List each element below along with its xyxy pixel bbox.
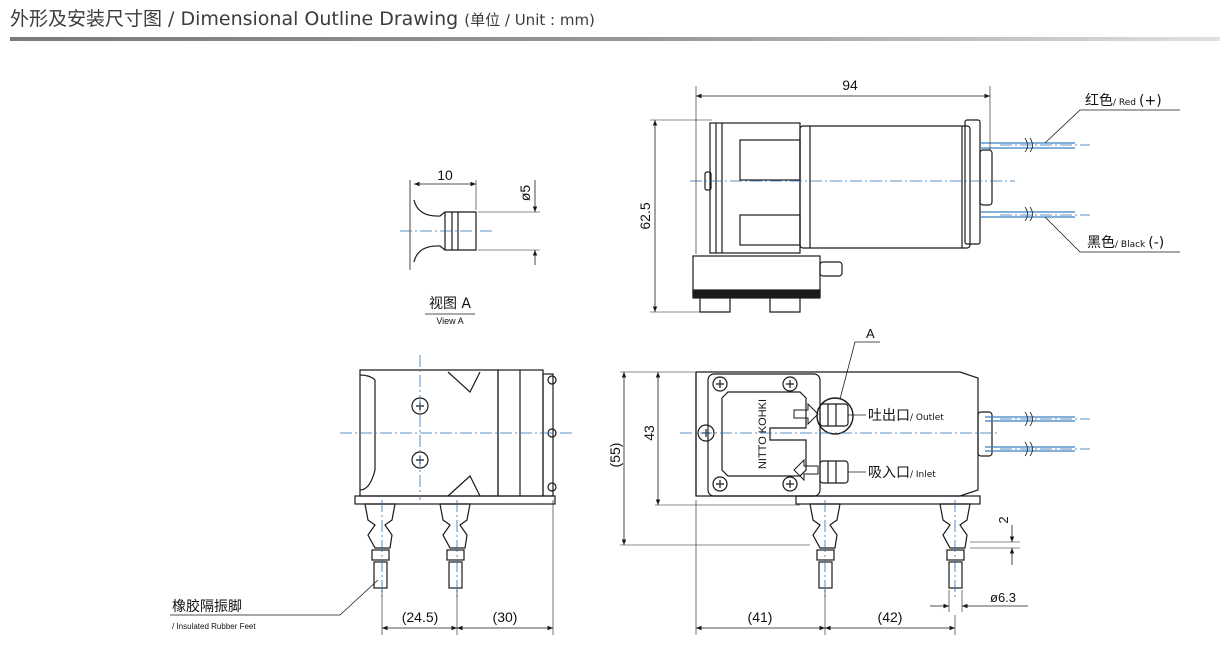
- front-dim-height-outer: (55): [607, 443, 623, 468]
- wire-red-cn: 红色: [1085, 92, 1113, 109]
- title-main: 外形及安装尺寸图 / Dimensional Outline Drawing: [10, 8, 465, 30]
- title-underline: [10, 37, 1220, 41]
- page-header: 外形及安装尺寸图 / Dimensional Outline Drawing (…: [10, 0, 1227, 44]
- wire-black-en: / Black: [1115, 240, 1146, 250]
- front-dim-offset: 2: [996, 516, 1011, 523]
- rubber-feet-cn: 橡胶隔振脚: [172, 598, 242, 615]
- inlet-label: 吸入口/ Inlet: [868, 465, 936, 481]
- wire-red-en: / Red: [1113, 98, 1136, 108]
- detail-a-ref: A: [866, 326, 875, 341]
- front-dim-pitch-right: (42): [878, 609, 903, 625]
- inlet-cn: 吸入口: [868, 465, 910, 481]
- title-unit: (单位 / Unit : mm): [464, 11, 595, 29]
- top-view-dim-height: 62.5: [637, 202, 653, 229]
- wire-red-sign: (+): [1139, 93, 1162, 109]
- front-view: [620, 341, 1090, 635]
- brand-label: NITTO KOHKI: [757, 399, 769, 469]
- wire-black-label: 黑色/ Black(-): [1087, 234, 1164, 251]
- outlet-cn: 吐出口: [868, 408, 910, 424]
- top-view: [650, 86, 1180, 313]
- wire-red-label: 红色/ Red(+): [1085, 92, 1162, 109]
- wire-black-sign: (-): [1148, 235, 1164, 251]
- front-dim-foot-diameter: ø6.3: [990, 590, 1016, 605]
- outlet-label: 吐出口/ Outlet: [868, 408, 944, 424]
- front-dim-pitch-left: (41): [748, 609, 773, 625]
- wire-black-cn: 黑色: [1087, 234, 1115, 251]
- rubber-feet-en: / Insulated Rubber Feet: [172, 622, 256, 631]
- side-dim-right: (30): [493, 609, 518, 625]
- view-a-caption-cn: 视图 A: [429, 296, 471, 312]
- front-dim-height-inner: 43: [641, 425, 657, 441]
- inlet-en: / Inlet: [910, 470, 936, 480]
- view-a-dim-diameter: ø5: [517, 185, 533, 202]
- side-view: [170, 355, 575, 635]
- outlet-en: / Outlet: [910, 413, 944, 423]
- view-a: [400, 180, 540, 315]
- view-a-dim-length: 10: [437, 167, 453, 183]
- view-a-caption-en: View A: [436, 316, 463, 326]
- page-title: 外形及安装尺寸图 / Dimensional Outline Drawing (…: [10, 4, 595, 31]
- top-view-dim-length: 94: [842, 77, 858, 93]
- side-dim-left: (24.5): [402, 609, 439, 625]
